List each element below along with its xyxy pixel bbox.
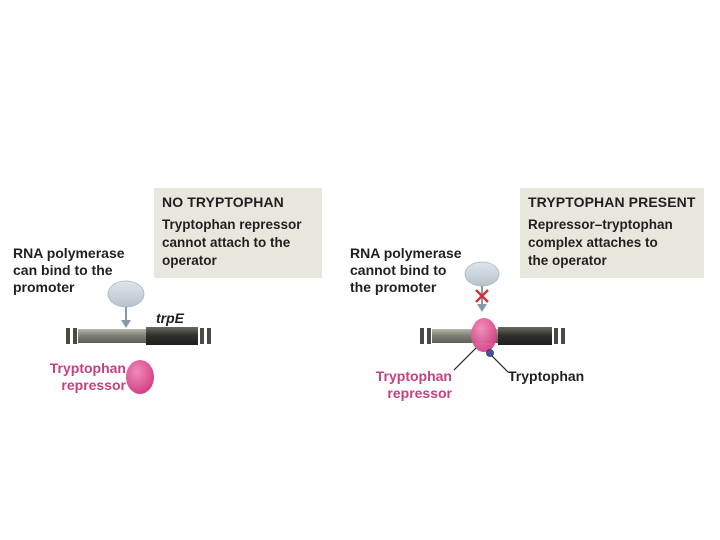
dna-end-stripe	[200, 328, 204, 344]
left-arrowhead	[121, 320, 131, 328]
left-free-repressor	[126, 360, 154, 394]
left-polymerase-line: RNA polymerase	[13, 245, 125, 261]
right-box-line: the operator	[528, 253, 607, 268]
left-repressor-line: Tryptophan	[49, 360, 126, 376]
right-repressor-line: repressor	[387, 385, 452, 401]
left-polymerase-line: can bind to the	[13, 262, 113, 278]
left-polymerase-line: promoter	[13, 279, 75, 295]
dna-gene-region	[498, 327, 552, 345]
left-dna-strand	[66, 327, 211, 345]
right-box-line: complex attaches to	[528, 235, 658, 250]
gene-label-trpe: trpE	[156, 310, 184, 326]
right-condition-box: TRYPTOPHAN PRESENT Repressor–tryptophan …	[520, 188, 704, 278]
right-polymerase-line: the promoter	[350, 279, 437, 295]
left-box-line: cannot attach to the	[162, 235, 291, 250]
left-box-body: Tryptophan repressor cannot attach to th…	[162, 216, 314, 270]
tryptophan-leader-line	[491, 355, 509, 373]
left-repressor-label: Tryptophan repressor	[30, 360, 126, 394]
right-box-title: TRYPTOPHAN PRESENT	[528, 194, 696, 210]
dna-trpe-gene	[146, 327, 198, 345]
blocked-x-icon	[475, 289, 489, 303]
left-box-title: NO TRYPTOPHAN	[162, 194, 284, 210]
dna-end-stripe	[561, 328, 565, 344]
dna-end-stripe	[66, 328, 70, 344]
bound-repressor	[471, 318, 497, 352]
left-rna-polymerase	[107, 280, 145, 308]
right-polymerase-line: cannot bind to	[350, 262, 447, 278]
right-dna-strand	[420, 327, 565, 345]
dna-end-stripe	[73, 328, 77, 344]
tryptophan-label: Tryptophan	[508, 368, 585, 384]
dna-end-stripe	[554, 328, 558, 344]
left-box-line: operator	[162, 253, 217, 268]
dna-promoter-region	[78, 329, 146, 343]
repressor-leader-line	[453, 347, 477, 371]
left-repressor-line: repressor	[61, 377, 126, 393]
tryptophan-molecule	[486, 349, 494, 357]
right-repressor-label: Tryptophan repressor	[354, 368, 452, 402]
right-repressor-line: Tryptophan	[375, 368, 452, 384]
dna-end-stripe	[427, 328, 431, 344]
dna-end-stripe	[207, 328, 211, 344]
dna-end-stripe	[420, 328, 424, 344]
right-box-body: Repressor–tryptophan complex attaches to…	[528, 216, 696, 270]
left-polymerase-label: RNA polymerase can bind to the promoter	[13, 245, 125, 296]
left-condition-box: NO TRYPTOPHAN Tryptophan repressor canno…	[154, 188, 322, 278]
right-polymerase-label: RNA polymerase cannot bind to the promot…	[350, 245, 462, 296]
right-polymerase-line: RNA polymerase	[350, 245, 462, 261]
right-rna-polymerase	[464, 261, 500, 287]
right-box-line: Repressor–tryptophan	[528, 217, 673, 232]
right-arrowhead	[477, 304, 487, 312]
left-box-line: Tryptophan repressor	[162, 217, 302, 232]
